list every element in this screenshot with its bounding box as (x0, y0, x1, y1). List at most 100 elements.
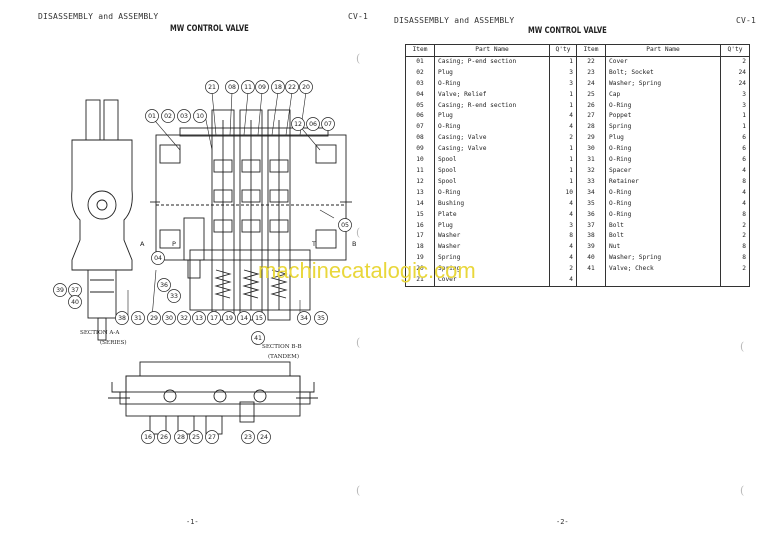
callout-37: 37 (68, 283, 82, 297)
table-cell: 07 (405, 122, 435, 134)
callout-14: 14 (237, 311, 251, 325)
svg-text:35: 35 (317, 315, 325, 322)
table-cell: 8 (720, 176, 750, 188)
table-cell: 4 (720, 165, 750, 177)
svg-text:36: 36 (160, 282, 168, 289)
callout-21: 21 (205, 80, 219, 94)
table-cell: Spacer (605, 165, 721, 177)
callout-03: 03 (177, 109, 191, 123)
svg-text:08: 08 (228, 84, 236, 91)
svg-text:34: 34 (300, 315, 308, 322)
table-cell: 06 (405, 111, 435, 123)
margin-mark: ( (740, 484, 745, 497)
table-cell: 8 (720, 209, 750, 221)
svg-text:06: 06 (309, 121, 317, 128)
table-cell: 3 (720, 89, 750, 101)
table-cell: 1 (549, 89, 577, 101)
table-cell: Washer; Spring (605, 78, 721, 90)
callout-18: 18 (271, 80, 285, 94)
callout-38: 38 (115, 311, 129, 325)
table-cell: 4 (720, 187, 750, 199)
callout-26: 26 (157, 430, 171, 444)
table-cell: O-Ring (605, 100, 721, 112)
table-cell: 33 (576, 176, 606, 188)
table-cell: O-Ring (605, 198, 721, 210)
table-cell: 34 (576, 187, 606, 199)
table-cell: Poppet (605, 111, 721, 123)
table-cell: 03 (405, 78, 435, 90)
callout-22: 22 (285, 80, 299, 94)
callout-20: 20 (299, 80, 313, 94)
left-page-number: -1- (186, 518, 199, 526)
table-cell: 4 (549, 242, 577, 254)
table-cell (605, 275, 721, 287)
table-cell: 8 (720, 253, 750, 265)
port-label-p: P (172, 240, 176, 248)
callout-16: 16 (141, 430, 155, 444)
margin-mark: ( (356, 484, 361, 497)
svg-text:27: 27 (208, 434, 216, 441)
svg-text:22: 22 (288, 84, 296, 91)
table-cell: Washer (434, 231, 550, 243)
svg-text:07: 07 (324, 121, 332, 128)
callout-33: 33 (167, 289, 181, 303)
port-label-t: T (311, 240, 316, 248)
margin-mark: ( (356, 336, 361, 349)
callout-17: 17 (207, 311, 221, 325)
table-cell: Valve; Check (605, 264, 721, 276)
table-cell: 10 (405, 155, 435, 166)
table-cell: O-Ring (434, 122, 550, 134)
svg-text:25: 25 (192, 434, 200, 441)
table-cell: 37 (576, 220, 606, 232)
table-cell: 13 (405, 187, 435, 199)
table-cell: 01 (405, 56, 435, 68)
table-cell: 6 (720, 133, 750, 145)
table-cell: Plate (434, 209, 550, 221)
callout-12: 12 (291, 117, 305, 131)
callout-35: 35 (314, 311, 328, 325)
table-cell: 23 (576, 67, 606, 79)
table-cell: Plug (605, 133, 721, 145)
table-cell: 1 (549, 155, 577, 166)
column-header: Item (405, 44, 435, 57)
table-cell: 1 (549, 165, 577, 177)
table-cell: 4 (549, 122, 577, 134)
right-page: DISASSEMBLY and ASSEMBLY CV-1 MW CONTROL… (384, 0, 768, 543)
table-cell: Casing; R-end section (434, 100, 550, 112)
svg-text:41: 41 (254, 335, 262, 342)
table-cell: 1 (720, 122, 750, 134)
table-cell: Bolt (605, 220, 721, 232)
table-cell: 12 (405, 176, 435, 188)
svg-text:21: 21 (208, 84, 216, 91)
svg-text:19: 19 (225, 315, 233, 322)
table-cell: 27 (576, 111, 606, 123)
svg-text:16: 16 (144, 434, 152, 441)
callout-25: 25 (189, 430, 203, 444)
section-b-title: SECTION B-B (262, 344, 302, 350)
table-cell: Washer (434, 242, 550, 254)
margin-mark: ( (356, 226, 361, 239)
table-cell: 36 (576, 209, 606, 221)
table-header-row: Item Part Name Q'ty Item Part Name Q'ty (405, 44, 750, 57)
callout-39: 39 (53, 283, 67, 297)
callout-41: 41 (251, 331, 265, 345)
callout-27: 27 (205, 430, 219, 444)
table-cell: 09 (405, 144, 435, 156)
table-cell: 38 (576, 231, 606, 243)
callout-10: 10 (193, 109, 207, 123)
parts-table: Item Part Name Q'ty Item Part Name Q'ty … (405, 44, 750, 287)
table-cell: O-Ring (434, 187, 550, 199)
table-cell: 30 (576, 144, 606, 156)
callout-19: 19 (222, 311, 236, 325)
svg-text:17: 17 (210, 315, 218, 322)
